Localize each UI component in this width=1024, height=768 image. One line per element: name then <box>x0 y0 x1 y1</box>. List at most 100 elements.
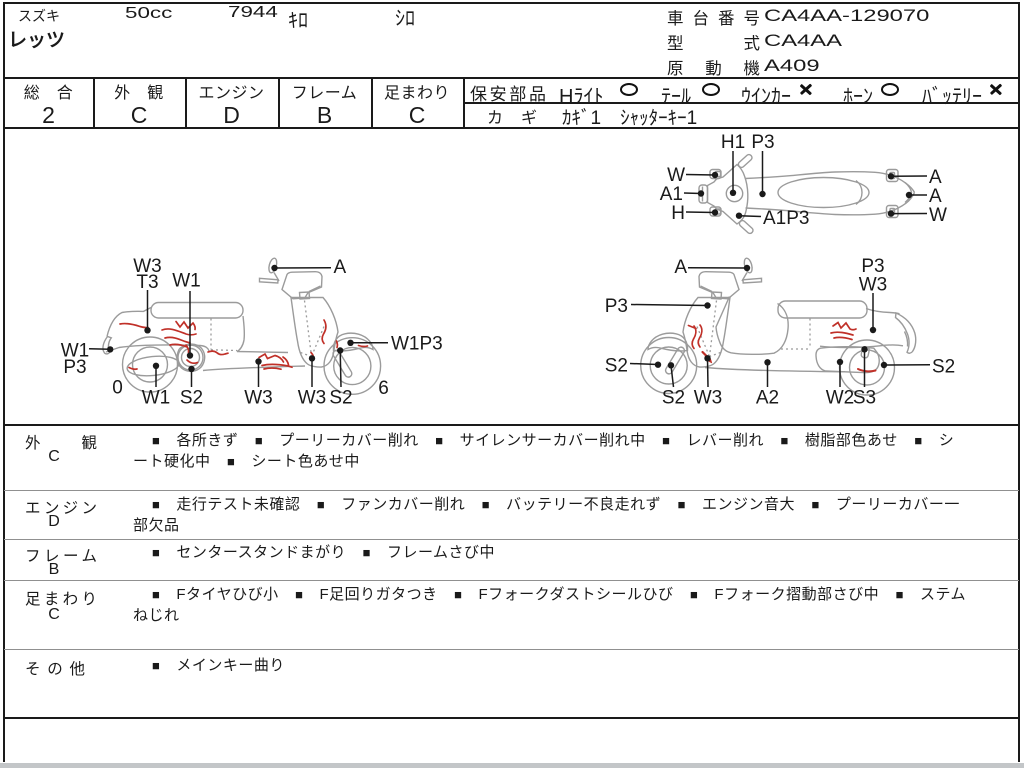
damage-marks-path-13 <box>128 366 138 371</box>
art-circle-129 <box>759 190 766 198</box>
annotation-left-9: W3 <box>244 388 273 409</box>
art-circle-146 <box>337 347 344 354</box>
condition-item: ■プーリーカバー削れ <box>254 432 419 449</box>
right-view-seams <box>696 300 811 358</box>
annotation-left-1: T3 <box>136 272 158 293</box>
pointer-lines-line-25 <box>706 358 709 388</box>
pointer-dots-circle-4 <box>887 173 895 180</box>
ratings-divider-3 <box>278 77 280 127</box>
top-grip-right <box>738 219 754 235</box>
top-grip-left <box>737 153 753 169</box>
damage-marks-path-17 <box>335 340 339 349</box>
model-code-value-text: CA4AA <box>764 30 843 50</box>
rating-frame-value: B <box>316 102 333 128</box>
section-engine-items: ■走行テスト未確認■ファンカバー削れ■バッテリー不良走れず■エンジン音大■プーリ… <box>133 494 967 536</box>
left-view-art-path-4 <box>202 365 306 372</box>
maker-name: スズキ <box>18 8 60 24</box>
mileage-value: 7944 <box>228 4 278 21</box>
annotation-right-7: A2 <box>756 388 779 409</box>
pointer-lines-line-23 <box>629 362 658 366</box>
right-view-art-line-1 <box>700 285 713 293</box>
part-winker-mark <box>799 84 812 95</box>
art-circle-135 <box>905 191 913 199</box>
annotation-top-6: A <box>929 167 942 188</box>
right-floor-panel <box>715 296 789 356</box>
right-tail-inner <box>903 331 909 347</box>
annotation-top-0: H1 <box>721 132 745 153</box>
rating-undercarriage-value: C <box>408 102 426 128</box>
bullet-icon: ■ <box>316 497 325 512</box>
ratings-divider-4 <box>371 77 373 127</box>
damage-marks-path-7 <box>207 350 229 356</box>
separator-1 <box>4 490 1019 491</box>
right-view-labels: A P3 P3 W3 S2 S2 W3 A2 W2 S3 S2 <box>605 256 956 409</box>
damage-marks <box>119 319 877 373</box>
pointer-dots-circle-13 <box>667 362 675 369</box>
rating-exterior: 外 観 C <box>93 77 185 128</box>
condition-item: ■シート色あせ中 <box>227 453 360 470</box>
annotation-left-0: W3 <box>133 256 162 277</box>
annotation-left-8: S2 <box>180 388 203 409</box>
damage-marks-path-21 <box>691 325 697 350</box>
damage-marks-path-5 <box>169 343 188 348</box>
art-circle-154 <box>836 358 844 366</box>
part-headlight-mark <box>620 83 638 96</box>
rating-engine-value: D <box>223 102 240 128</box>
condition-item: ■レバー削れ <box>662 432 764 449</box>
annotation-right-8: W2 <box>826 388 855 409</box>
line-ratings-bottom <box>4 127 1019 129</box>
left-view-seams-line-2 <box>210 349 238 352</box>
section-engine-grade: D <box>48 513 60 530</box>
right-view-seams-line-4 <box>696 326 711 357</box>
top-view-art-path-4 <box>904 181 913 204</box>
pointer-dots-circle-1 <box>729 189 737 196</box>
pointer-dots-circle-11 <box>743 264 751 272</box>
damage-marks-path-9 <box>261 363 293 369</box>
condition-item: ■メインキー曲り <box>152 657 285 674</box>
damage-marks-path-23 <box>687 324 697 330</box>
engine-code-label: 原動機 <box>667 60 760 78</box>
right-handlebar-cover <box>698 270 740 300</box>
tread-depth-rear: 0 <box>112 378 123 399</box>
left-leg-shield <box>290 296 339 368</box>
condition-item: ■Fフォークダストシールひび <box>454 586 674 603</box>
section-frame-grade: B <box>48 561 60 578</box>
bullet-icon: ■ <box>152 497 160 512</box>
annotation-right-5: S2 <box>662 388 685 409</box>
condition-item: ■樹脂部色あせ <box>780 432 898 449</box>
condition-item: ■ファンカバー削れ <box>316 496 466 513</box>
right-view-art-path-4 <box>704 366 846 373</box>
chassis-value: CA4AA-129070 <box>764 6 929 26</box>
chassis-label: 車台番号 <box>667 10 760 28</box>
bullet-icon: ■ <box>895 587 904 602</box>
top-view-labels: H1 P3 W A1 H A1P3 A A W <box>660 132 947 229</box>
bullet-icon: ■ <box>152 587 160 602</box>
condition-item: ■プーリーカバー一部欠品 <box>133 496 960 534</box>
damage-marks-path-16 <box>357 344 369 348</box>
right-front-fork <box>664 346 686 375</box>
model-code-row: 型式 CA4AA <box>667 30 842 54</box>
annotation-left-13: W1P3 <box>391 334 443 355</box>
right-seat <box>777 300 868 319</box>
annotation-top-1: P3 <box>751 132 774 153</box>
annotation-left-4: W1 <box>61 341 90 362</box>
pointer-dots-circle-3 <box>711 209 719 216</box>
art-circle-142 <box>152 362 160 369</box>
separator-3 <box>4 580 1019 581</box>
bullet-icon: ■ <box>780 433 789 448</box>
line-bottom <box>4 717 1019 719</box>
condition-item: ■シート硬化中 <box>133 432 955 470</box>
left-view-art-path-1 <box>106 306 152 337</box>
right-tail <box>894 311 917 354</box>
top-seat <box>777 176 870 209</box>
rating-engine: エンジン D <box>185 77 278 128</box>
part-headlight-label: Hﾗｲﾄ <box>559 86 604 108</box>
pointer-dots-circle-14 <box>764 359 771 366</box>
art-circle-133 <box>735 212 743 219</box>
chassis-value-text: CA4AA-129070 <box>764 5 930 25</box>
tread-depth-front: 6 <box>378 378 389 399</box>
pointer-lines-line-14 <box>88 347 111 351</box>
left-view-seams-line-4 <box>310 326 325 357</box>
annotation-top-2: W <box>667 165 685 186</box>
